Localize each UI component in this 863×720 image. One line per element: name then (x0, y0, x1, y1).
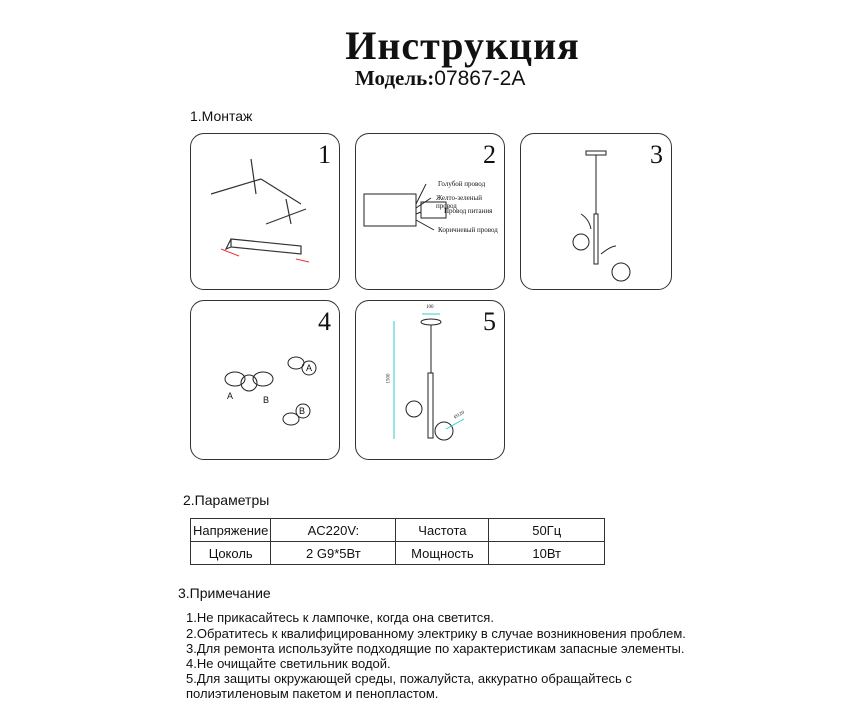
note-item: 4.Не очищайте светильник водой. (186, 656, 391, 671)
wire-label-ground: Желто-зеленый провод (436, 194, 482, 210)
wire-label-power: Провод питания (444, 207, 493, 215)
panel-number: 4 (318, 307, 331, 336)
panel-number: 2 (483, 140, 496, 169)
note-item: 1.Не прикасайтесь к лампочке, когда она … (186, 610, 494, 625)
part-label: A (227, 391, 234, 401)
model-value: 07867-2A (434, 67, 526, 90)
part-label: A (306, 363, 313, 373)
part-label: B (299, 406, 306, 416)
table-cell: 50Гц (488, 518, 605, 542)
table-cell: Цоколь (189, 541, 272, 565)
model-line: Модель:07867-2A (355, 66, 525, 91)
table-cell: Напряжение (189, 518, 272, 542)
panel-5: 5 100 1500 Ø120 (355, 300, 505, 460)
note-item: 3.Для ремонта используйте подходящие по … (186, 641, 685, 656)
note-item: 5.Для защиты окружающей среды, пожалуйст… (186, 671, 632, 686)
part-label: B (263, 395, 270, 405)
terminal-block-illustration (363, 183, 447, 231)
wire-label-blue: Голубой провод (438, 180, 486, 188)
table-cell: 2 G9*5Вт (270, 541, 397, 565)
table-cell: AC220V: (270, 518, 397, 542)
dimension-drawing (393, 313, 465, 441)
panel-4: 4 A B A B (190, 300, 340, 460)
document-title: Инструкция (345, 23, 580, 68)
dimension-width: 100 (426, 305, 434, 310)
section-mounting-title: 1.Монтаж (190, 108, 253, 124)
model-label: Модель: (355, 66, 435, 90)
panel-number: 3 (650, 140, 663, 169)
table-cell: Частота (395, 518, 490, 542)
panel-1: 1 (190, 133, 340, 290)
panel-2: 2 Голубой провод Желто-зеленый провод Пр… (355, 133, 505, 290)
panel-number: 1 (318, 140, 331, 169)
table-cell: 10Вт (488, 541, 605, 565)
wire-label-brown: Коричневый провод (438, 226, 498, 234)
panel-number: 5 (483, 307, 496, 336)
section-parameters-title: 2.Параметры (183, 492, 270, 508)
panel-3: 3 (520, 133, 672, 290)
table-cell: Мощность (395, 541, 490, 565)
dimension-height: 1500 (386, 373, 392, 384)
note-item-continued: полиэтиленовым пакетом и пенопластом. (186, 686, 439, 701)
assembled-lamp-illustration (572, 150, 631, 282)
shade-assembly-illustration (224, 356, 317, 426)
note-item: 2.Обратитесь к квалифицированному электр… (186, 626, 686, 641)
bracket-mount-illustration (210, 158, 310, 263)
section-notes-title: 3.Примечание (178, 585, 271, 601)
